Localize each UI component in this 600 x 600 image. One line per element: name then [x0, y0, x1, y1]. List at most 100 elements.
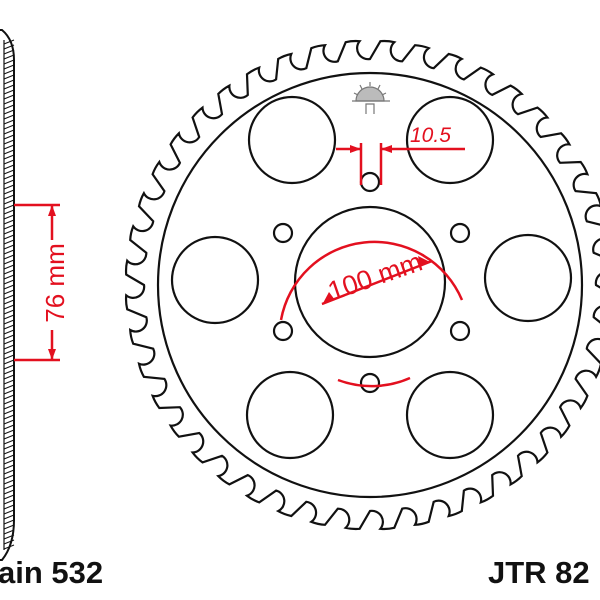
hatch-line	[3, 219, 15, 225]
hatch-line	[3, 269, 15, 275]
hatch-line	[3, 284, 15, 290]
hatch-line	[3, 344, 15, 350]
hatch-line	[3, 119, 15, 125]
hatch-line	[3, 529, 15, 535]
hatch-line	[3, 84, 15, 90]
sunrise-logo-icon	[352, 82, 390, 114]
hatch-line	[3, 289, 15, 295]
hatch-line	[3, 324, 15, 330]
hatch-line	[3, 89, 15, 95]
hatch-line	[3, 544, 15, 550]
hatch-line	[3, 274, 15, 280]
hatch-line	[3, 319, 15, 325]
hatch-line	[3, 39, 15, 45]
hatch-line	[3, 509, 15, 515]
hatch-line	[3, 114, 15, 120]
hatch-line	[3, 439, 15, 445]
hatch-line	[3, 109, 15, 115]
hatch-line	[3, 134, 15, 140]
bolt-circle-arc	[279, 240, 464, 321]
dimension-arrows	[48, 145, 430, 360]
hatch-line	[3, 294, 15, 300]
hatch-line	[3, 454, 15, 460]
hatch-line	[3, 524, 15, 530]
hatch-line	[3, 74, 15, 80]
hatch-line	[3, 354, 15, 360]
hatch-line	[3, 99, 15, 105]
hatch-line	[3, 379, 15, 385]
bolt-hole	[272, 320, 294, 342]
hatch-line	[3, 514, 15, 520]
hatch-line	[3, 249, 15, 255]
hatch-line	[3, 44, 15, 50]
hatch-line	[3, 59, 15, 65]
hatch-line	[3, 204, 15, 210]
hatch-line	[3, 369, 15, 375]
part-number-label: JTR 82	[488, 555, 590, 590]
hatch-line	[3, 229, 15, 235]
lightening-hole	[245, 370, 335, 460]
lightening-hole	[405, 370, 495, 460]
hatch-line	[3, 479, 15, 485]
hatch-line	[3, 534, 15, 540]
hatch-line	[3, 129, 15, 135]
sprocket-inner-ring	[156, 71, 584, 499]
hatch-line	[3, 464, 15, 470]
center-bore-dimension: 100 mm	[324, 246, 426, 306]
hatch-line	[3, 494, 15, 500]
hatch-line	[3, 79, 15, 85]
hatch-line	[3, 179, 15, 185]
bolt-hole	[359, 372, 381, 394]
hatch-line	[3, 519, 15, 525]
hatch-line	[3, 434, 15, 440]
hatch-line	[3, 244, 15, 250]
bolt-hole	[272, 222, 294, 244]
hatch-line	[3, 419, 15, 425]
hatch-line	[3, 329, 15, 335]
hatch-line	[3, 359, 15, 365]
sprocket-teeth	[124, 39, 600, 531]
hatch-line	[3, 279, 15, 285]
center-bore	[293, 205, 447, 359]
hatch-line	[3, 184, 15, 190]
hatch-line	[3, 259, 15, 265]
hatch-line	[3, 194, 15, 200]
hatch-line	[3, 474, 15, 480]
hatch-line	[3, 239, 15, 245]
hatch-line	[3, 429, 15, 435]
hatch-line	[3, 314, 15, 320]
hatch-line	[3, 54, 15, 60]
hatch-line	[3, 384, 15, 390]
hatch-line	[3, 539, 15, 545]
hatch-line	[3, 469, 15, 475]
hub-width-dimension: 76 mm	[40, 243, 70, 322]
hatch-line	[3, 499, 15, 505]
hatch-line	[3, 254, 15, 260]
hatch-line	[3, 444, 15, 450]
hatch-line	[3, 49, 15, 55]
hatch-line	[3, 154, 15, 160]
hatch-line	[3, 64, 15, 70]
hatch-line	[3, 124, 15, 130]
hatch-line	[3, 199, 15, 205]
hatch-line	[3, 339, 15, 345]
hatch-line	[3, 174, 15, 180]
hatch-line	[3, 349, 15, 355]
hatch-line	[3, 144, 15, 150]
hatch-line	[3, 414, 15, 420]
hatch-line	[3, 399, 15, 405]
sprocket-front	[124, 39, 600, 531]
hatch-line	[3, 504, 15, 510]
hatch-line	[3, 449, 15, 455]
hatch-line	[3, 394, 15, 400]
hatch-line	[3, 404, 15, 410]
hatch-line	[3, 94, 15, 100]
hatch-line	[3, 389, 15, 395]
lightening-hole	[483, 233, 573, 323]
hatch-line	[3, 104, 15, 110]
hatch-line	[3, 264, 15, 270]
chain-size-label: ain 532	[0, 555, 103, 590]
sprocket-side-profile	[0, 29, 15, 561]
